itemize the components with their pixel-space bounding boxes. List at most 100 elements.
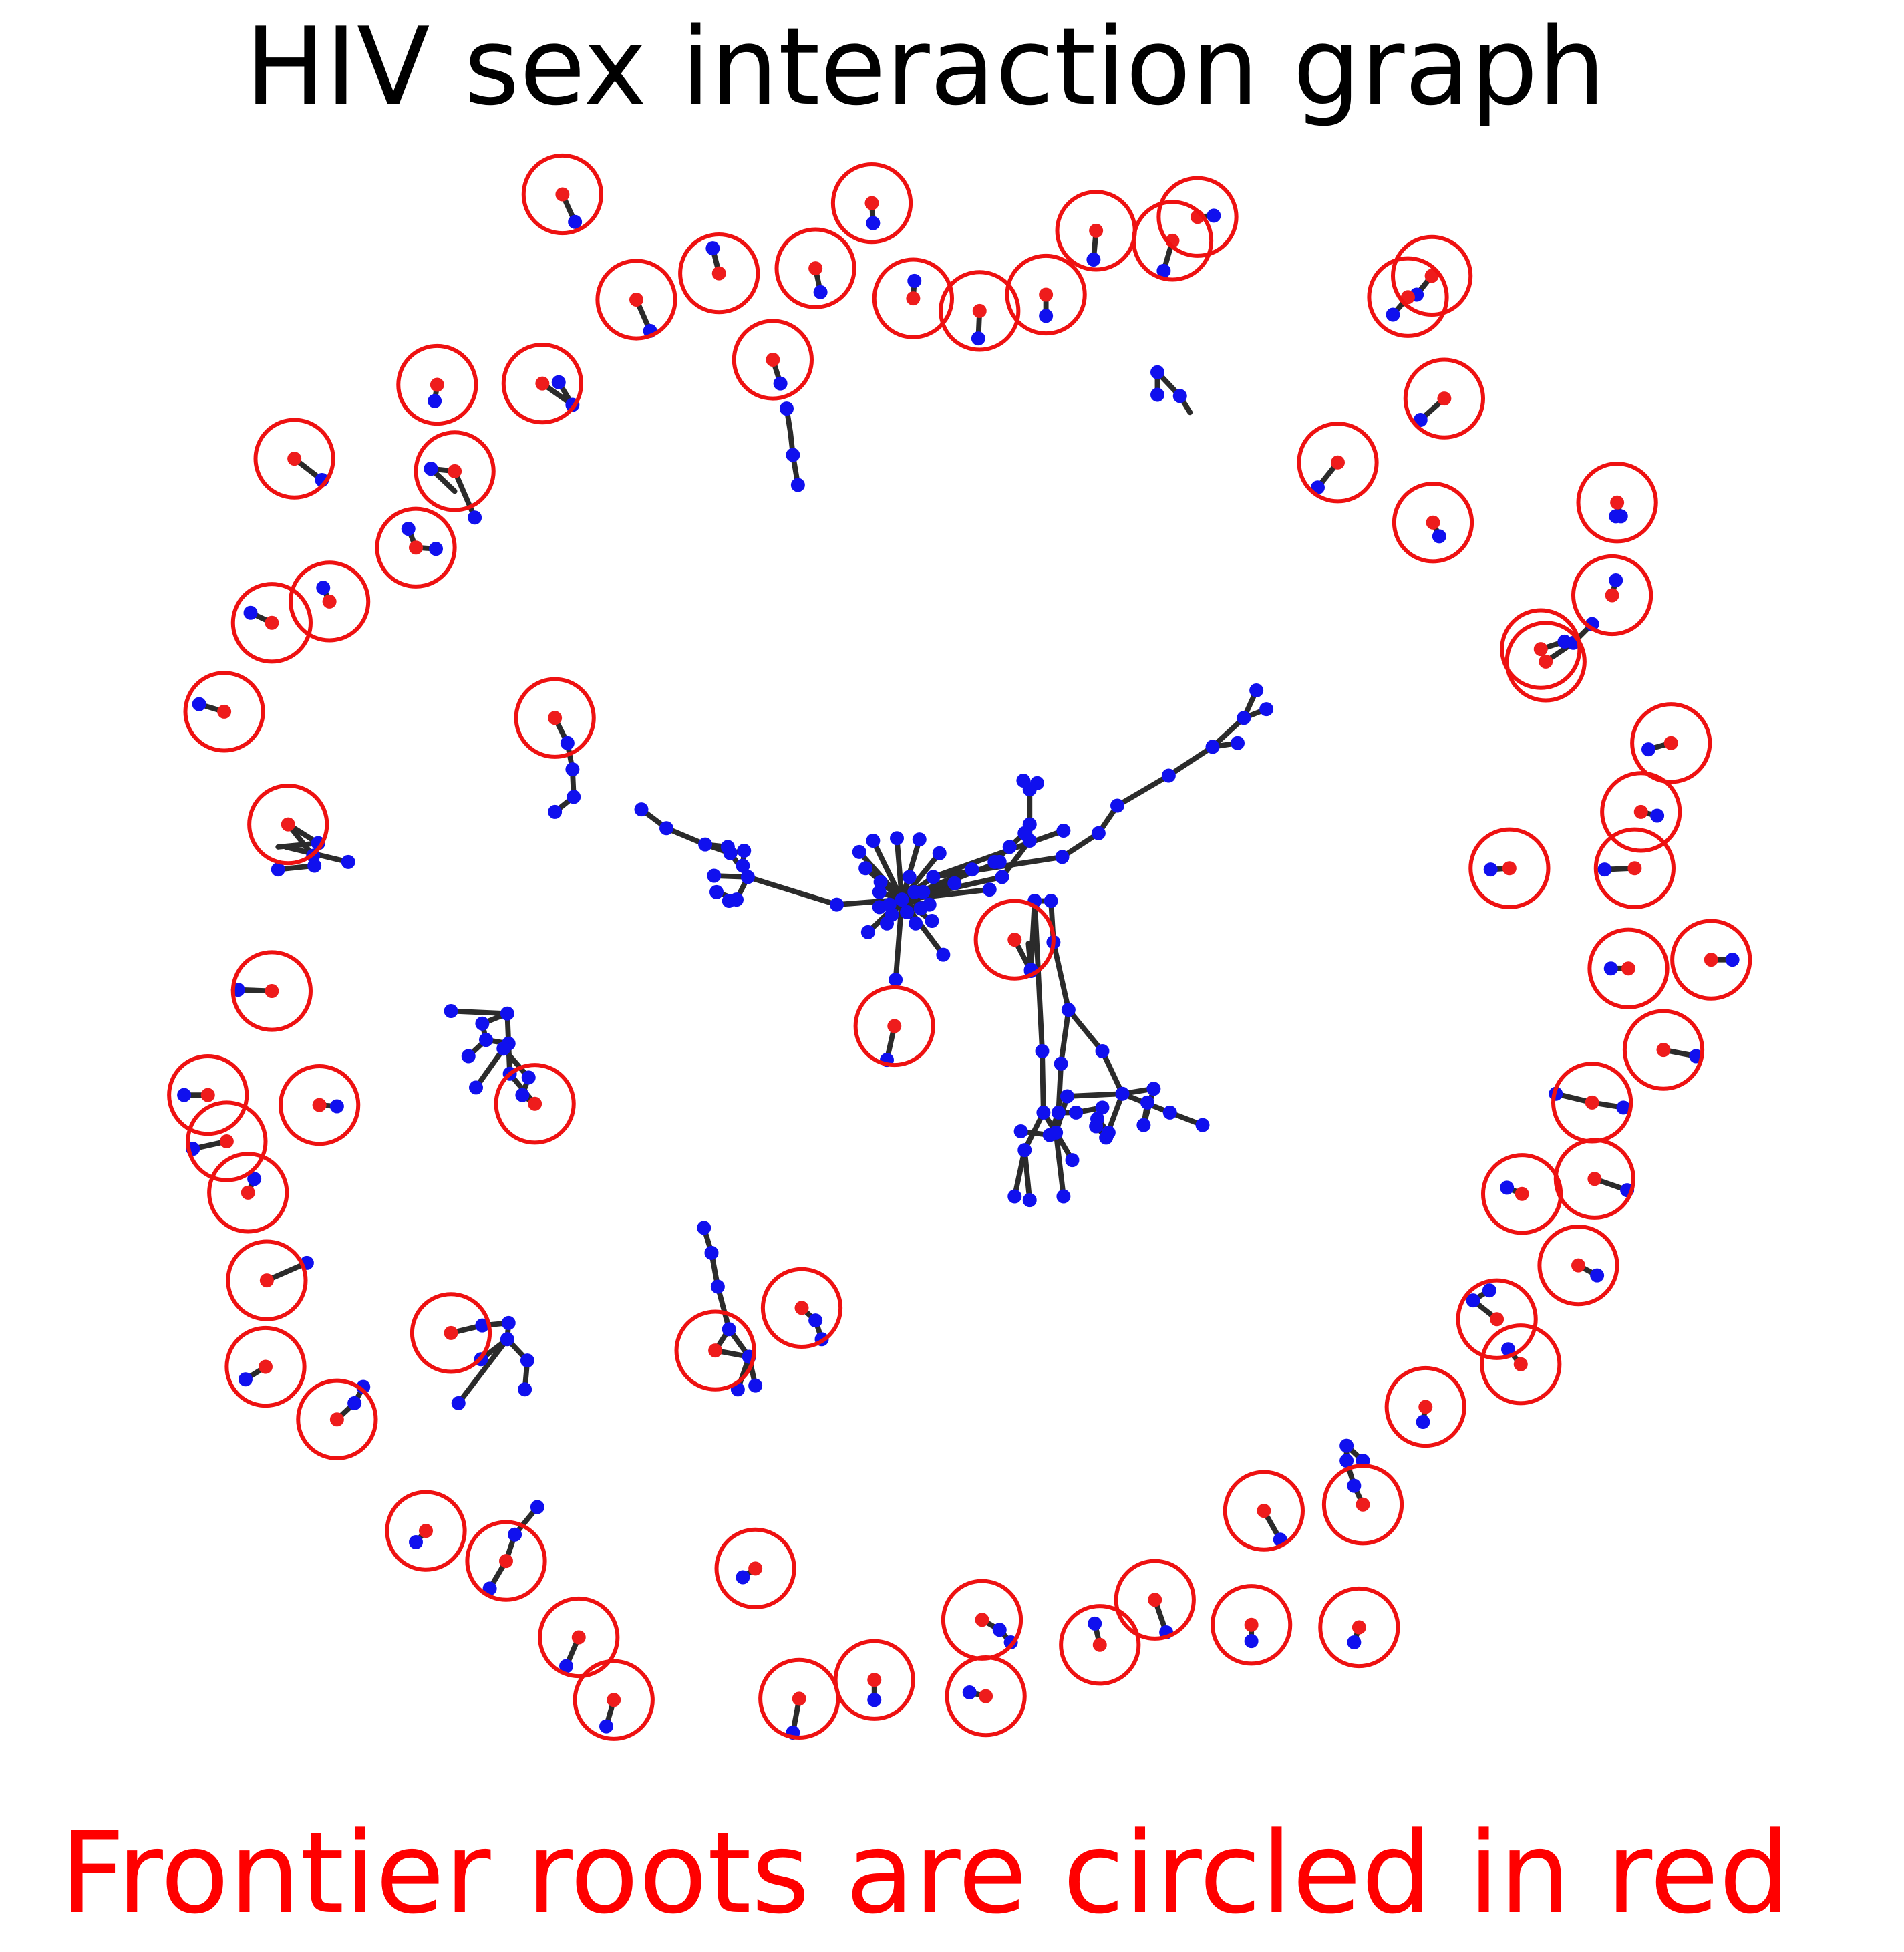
node — [936, 947, 951, 962]
node — [548, 804, 563, 819]
node — [704, 1245, 719, 1260]
root-node — [887, 1019, 902, 1033]
node — [428, 393, 442, 408]
root-node — [1571, 1258, 1585, 1273]
edges — [181, 192, 1736, 1736]
node — [866, 216, 881, 230]
edge — [452, 468, 478, 520]
root-circle — [1576, 462, 1658, 544]
node — [1161, 768, 1176, 783]
root-circle — [494, 1063, 576, 1145]
root-node — [312, 1098, 327, 1112]
node — [1042, 1128, 1057, 1142]
root-node — [265, 984, 279, 999]
root-node — [1610, 495, 1625, 510]
root-circle — [253, 418, 335, 500]
node — [177, 1088, 192, 1102]
node — [1056, 824, 1071, 838]
node — [1022, 1193, 1037, 1208]
root-node — [200, 1088, 215, 1102]
root-circle — [774, 227, 856, 309]
node — [1069, 1105, 1084, 1120]
root-circle — [230, 582, 313, 664]
node — [341, 854, 355, 869]
node — [1030, 776, 1045, 790]
root-circle — [853, 985, 935, 1068]
root-node — [548, 711, 563, 725]
node — [1091, 826, 1106, 840]
root-node — [1704, 953, 1718, 967]
node — [316, 581, 331, 595]
edge — [1064, 1091, 1125, 1099]
node — [697, 1221, 711, 1235]
root-node — [1148, 1593, 1162, 1607]
node — [830, 897, 844, 912]
node — [1616, 1100, 1631, 1115]
node — [1172, 389, 1187, 403]
node — [698, 837, 713, 852]
edge — [448, 1008, 510, 1017]
root-circle — [1622, 1009, 1705, 1091]
node — [872, 900, 887, 915]
node — [889, 973, 903, 987]
edge — [1066, 1007, 1105, 1054]
node — [1237, 711, 1251, 725]
node — [496, 1041, 511, 1056]
node — [925, 914, 939, 929]
node — [1095, 1100, 1110, 1115]
root-circle — [1456, 1278, 1538, 1360]
node — [1146, 1082, 1161, 1096]
edge — [999, 838, 1033, 880]
root-circle — [1468, 827, 1551, 909]
node — [1725, 953, 1740, 967]
node — [1432, 529, 1446, 544]
node — [1603, 961, 1618, 976]
root-node — [528, 1096, 542, 1111]
root-circle — [973, 899, 1056, 981]
node — [1207, 208, 1221, 223]
node — [1136, 1118, 1151, 1132]
root-circle — [1391, 234, 1473, 317]
root-circle — [1059, 1604, 1141, 1686]
root-circle — [521, 153, 603, 236]
root-circle — [183, 671, 265, 753]
node — [1347, 1635, 1362, 1649]
node — [347, 1396, 362, 1410]
node — [1065, 1153, 1080, 1168]
node — [568, 214, 583, 229]
node — [780, 401, 794, 416]
root-circle — [1500, 608, 1582, 690]
root-circle — [396, 343, 478, 426]
edge — [1114, 773, 1172, 808]
root-circle — [945, 1655, 1027, 1738]
root-node — [1515, 1186, 1529, 1201]
root-node — [329, 1412, 344, 1427]
edge — [1166, 744, 1215, 778]
node — [401, 522, 416, 536]
node — [852, 844, 866, 859]
root-circle — [224, 1325, 307, 1408]
node — [475, 1016, 490, 1031]
root-node — [708, 1343, 723, 1358]
node — [479, 1033, 493, 1047]
edge — [1021, 1147, 1033, 1203]
root-node — [287, 452, 302, 466]
edge — [1058, 1007, 1072, 1067]
node — [1039, 309, 1054, 323]
root-circle — [1318, 1586, 1400, 1669]
node — [1061, 1003, 1076, 1017]
root-circle — [760, 1267, 843, 1349]
root-circle — [1367, 256, 1449, 338]
root-node — [430, 377, 444, 392]
node — [1060, 1089, 1075, 1104]
root-node — [259, 1273, 274, 1288]
node — [907, 884, 922, 899]
node — [1466, 1293, 1480, 1308]
node — [866, 834, 881, 848]
root-node — [448, 464, 462, 478]
node — [1115, 1086, 1130, 1101]
node — [1162, 1105, 1177, 1120]
node — [773, 376, 788, 391]
root-circle — [1005, 253, 1087, 336]
root-node — [748, 1561, 763, 1576]
